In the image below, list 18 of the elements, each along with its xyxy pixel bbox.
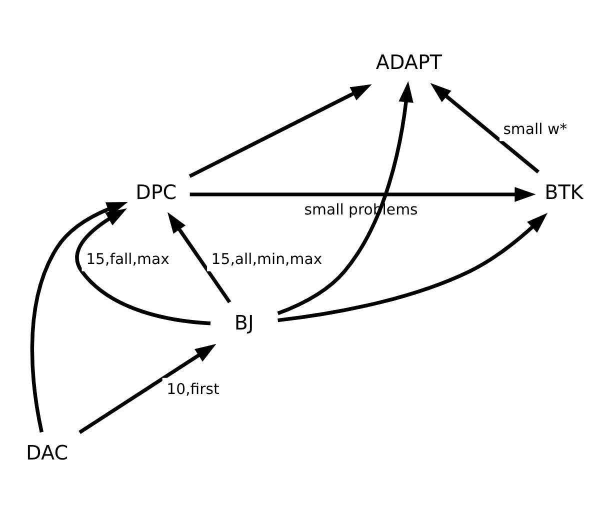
arrow [430,83,540,174]
edge-label: small w* [503,120,568,138]
node-text: DAC [26,441,68,464]
edge-label: 10,first [166,380,220,398]
arrow [277,81,414,316]
edge-label: 15,fall,max [86,250,170,268]
arrow [190,187,536,202]
arrow [75,208,211,326]
edge-label: 15,all,min,max [211,250,322,268]
arrow [30,202,128,433]
arrow [188,84,372,178]
node-text: BJ [234,311,254,334]
node-text: ADAPT [376,50,442,74]
node-text: DPC [136,181,177,204]
arrow [78,344,216,434]
arrow [168,212,232,304]
node-text: BTK [544,181,584,204]
arrow [278,212,548,322]
